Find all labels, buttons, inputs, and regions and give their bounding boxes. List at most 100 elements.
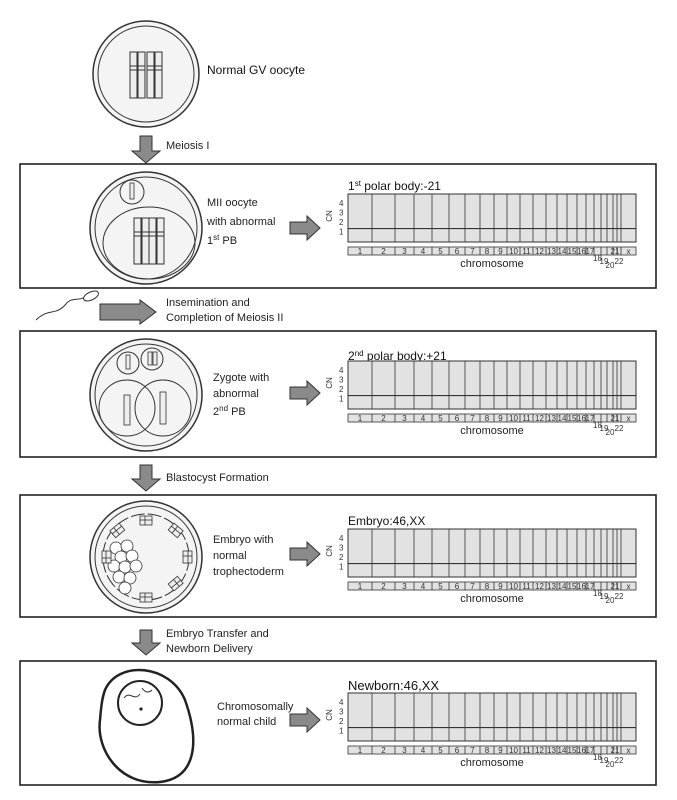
y-tick-label: 2 [339,218,344,227]
x-tick-label: 9 [498,582,503,591]
x-tick-label: 16 [577,746,586,755]
y-tick-label: 3 [339,708,344,717]
x-tick-label: 21 [611,247,620,256]
x-tick-label: 16 [577,247,586,256]
x-tick-label: 5 [438,746,443,755]
x-tick-label: 19 [600,424,609,433]
x-tick-label: 14 [558,746,567,755]
x-tick-label: 17 [586,582,595,591]
y-tick-label: 4 [339,366,344,375]
x-tick-label: 18 [593,589,602,598]
x-tick-label: 22 [615,592,624,601]
x-tick-label: 20 [606,428,615,437]
x-tick-label: 5 [438,414,443,423]
x-tick-label: 13 [547,414,556,423]
chromosome-bar [347,581,637,591]
x-tick-label: 18 [593,421,602,430]
x-tick-label: 9 [498,746,503,755]
chromosome-bar [347,745,637,755]
x-tick-label: 15 [568,414,577,423]
gv-oocyte-label: Normal GV oocyte [207,63,305,77]
step-arrow-insemination [35,290,157,325]
x-tick-label: 8 [485,247,490,256]
panel1-label-2: with abnormal [206,216,275,228]
x-tick-label: 22 [615,424,624,433]
gv-oocyte [92,20,200,128]
x-tick-label: 4 [421,582,426,591]
x-tick-label: 11 [522,582,531,591]
x-tick-label: 16 [577,582,586,591]
x-tick-label: 13 [547,582,556,591]
x-tick-label: 17 [586,247,595,256]
step-label-transfer-2: Newborn Delivery [166,643,253,655]
x-tick-label: x [627,414,631,423]
panel4-label-1: Chromosomally [217,701,294,713]
x-tick-label: x [627,582,631,591]
x-tick-label: 2 [381,247,386,256]
panel2-label-2: abnormal [213,388,259,400]
y-tick-label: 4 [339,534,344,543]
y-tick-label: 2 [339,717,344,726]
x-tick-label: 20 [606,596,615,605]
step-label-insemination-1: Insemination and [166,297,250,309]
x-tick-label: x [627,247,631,256]
chromosome-bar [347,246,637,256]
x-tick-label: 22 [615,756,624,765]
y-tick-label: 1 [339,228,344,237]
x-tick-label: 20 [606,261,615,270]
panel3-label-3: trophectoderm [213,566,284,578]
cn-grid [347,193,637,243]
x-tick-label: 15 [568,582,577,591]
x-tick-label: 12 [535,414,544,423]
x-tick-label: 9 [498,414,503,423]
cn-grid [347,528,637,578]
x-tick-label: 13 [547,247,556,256]
x-tick-label: 5 [438,247,443,256]
x-tick-label: 1 [358,582,363,591]
x-axis-label: chromosome [460,757,524,769]
x-tick-label: 5 [438,582,443,591]
x-tick-label: 21 [611,746,620,755]
chart2-title: 2nd polar body:+21 [348,349,447,364]
step-label-blastocyst: Blastocyst Formation [166,472,269,484]
step-label-meiosis-1: Meiosis I [166,140,209,152]
x-tick-label: 2 [381,414,386,423]
x-tick-label: 20 [606,760,615,769]
x-tick-label: 4 [421,414,426,423]
x-tick-label: 14 [558,247,567,256]
x-tick-label: 10 [509,746,518,755]
x-tick-label: 19 [600,592,609,601]
x-tick-label: 1 [358,247,363,256]
y-axis-label: CN [325,545,334,557]
right-arrows [289,214,321,734]
x-tick-label: 10 [509,247,518,256]
x-tick-label: 3 [402,582,407,591]
y-tick-label: 3 [339,376,344,385]
panel2-label-3: 2nd PB [213,404,246,419]
panel-embryo [19,494,657,618]
y-axis-label: CN [325,377,334,389]
x-axis-label: chromosome [460,258,524,270]
step-label-transfer-1: Embryo Transfer and [166,628,269,640]
step-label-insemination-2: Completion of Meiosis II [166,312,283,324]
x-tick-label: 6 [455,582,460,591]
x-tick-label: 11 [522,414,531,423]
x-tick-label: 7 [470,582,475,591]
x-tick-label: 9 [498,247,503,256]
y-tick-label: 3 [339,209,344,218]
x-tick-label: x [627,746,631,755]
x-tick-label: 21 [611,582,620,591]
step-arrow-blastocyst [130,464,162,492]
x-tick-label: 7 [470,414,475,423]
panel3-label-1: Embryo with [213,534,274,546]
y-tick-label: 4 [339,199,344,208]
x-tick-label: 14 [558,582,567,591]
x-tick-label: 6 [455,414,460,423]
x-tick-label: 15 [568,746,577,755]
chromosome-bar [347,413,637,423]
chart1-title: 1st polar body:-21 [348,179,441,194]
